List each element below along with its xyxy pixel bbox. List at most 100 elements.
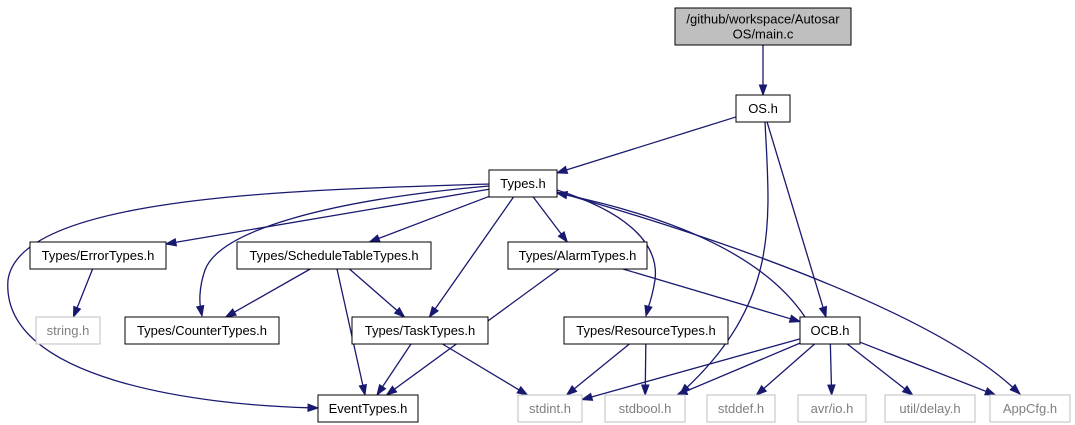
node-ocb-h[interactable]: OCB.h bbox=[799, 316, 861, 345]
edge-arrowhead bbox=[307, 403, 320, 413]
node-label: AppCfg.h bbox=[1003, 401, 1057, 416]
edge-arrowhead bbox=[72, 305, 82, 319]
edge-arrowhead bbox=[755, 384, 768, 396]
node-box bbox=[674, 7, 852, 46]
node-box bbox=[706, 394, 776, 423]
edge-line bbox=[376, 195, 490, 240]
edge-types-h-to-errortypes-h bbox=[164, 188, 490, 247]
node-box bbox=[29, 241, 167, 270]
edge-line bbox=[589, 338, 801, 399]
edge-scheduletabletypes-h-to-eventtypes-h bbox=[336, 268, 367, 397]
edge-line bbox=[442, 343, 521, 392]
edge-arrowhead bbox=[195, 304, 205, 318]
edge-alarmtypes-h-to-ocb-h bbox=[622, 268, 802, 323]
node-label: stdbool.h bbox=[619, 401, 672, 416]
edge-arrowhead bbox=[368, 234, 381, 243]
edge-scheduletabletypes-h-to-countertypes-h bbox=[224, 268, 311, 318]
edge-arrowhead bbox=[393, 306, 406, 318]
node-label: util/delay.h bbox=[899, 401, 960, 416]
edge-arrowhead bbox=[580, 392, 594, 401]
node-util-delay-h: util/delay.h bbox=[884, 394, 976, 423]
node-label: OS/main.c bbox=[733, 27, 794, 42]
edge-types-h-to-scheduletabletypes-h bbox=[368, 195, 490, 243]
edge-ocb-h-to-types-h bbox=[555, 190, 806, 318]
edge-arrowhead bbox=[555, 190, 569, 200]
edge-arrowhead bbox=[516, 385, 529, 396]
node-box bbox=[124, 316, 280, 345]
edge-line bbox=[829, 343, 833, 388]
node-box bbox=[488, 169, 558, 198]
node-label: Types/ErrorTypes.h bbox=[42, 248, 155, 263]
node-avr-io-h: avr/io.h bbox=[797, 394, 867, 423]
node-box bbox=[799, 316, 861, 345]
node-box bbox=[317, 394, 419, 423]
edge-line bbox=[564, 194, 806, 318]
edge-arrowhead bbox=[164, 237, 178, 247]
edge-ocb-h-to-avr-io-h bbox=[827, 343, 836, 397]
node-resourcetypes-h[interactable]: Types/ResourceTypes.h bbox=[563, 316, 729, 345]
node-box bbox=[563, 316, 729, 345]
node-label: Types/ScheduleTableTypes.h bbox=[249, 248, 418, 263]
node-stdbool-h: stdbool.h bbox=[604, 394, 686, 423]
node-errortypes-h[interactable]: Types/ErrorTypes.h bbox=[29, 241, 167, 270]
edge-arrowhead bbox=[565, 385, 578, 396]
edge-types-h-to-alarmtypes-h bbox=[532, 196, 569, 244]
edge-arrowhead bbox=[984, 387, 997, 396]
edge-line bbox=[380, 343, 412, 389]
node-label: avr/io.h bbox=[811, 401, 854, 416]
edge-types-h-to-appcfg-h bbox=[556, 191, 1022, 396]
edge-arrowhead bbox=[376, 383, 387, 397]
edge-os-h-to-types-h bbox=[555, 116, 737, 174]
node-scheduletabletypes-h[interactable]: Types/ScheduleTableTypes.h bbox=[236, 241, 432, 270]
edge-os-h-to-ocb-h bbox=[766, 121, 828, 319]
node-eventtypes-h[interactable]: EventTypes.h bbox=[317, 394, 419, 423]
edge-line bbox=[644, 343, 647, 388]
node-tasktypes-h[interactable]: Types/TaskTypes.h bbox=[351, 316, 489, 345]
edge-line bbox=[349, 268, 399, 313]
node-label: Types/AlarmTypes.h bbox=[519, 248, 637, 263]
edge-types-h-to-tasktypes-h bbox=[428, 196, 515, 319]
node-types-h[interactable]: Types.h bbox=[488, 169, 558, 198]
edge-errortypes-h-to-string-h bbox=[72, 268, 94, 319]
edge-arrowhead bbox=[1009, 383, 1022, 396]
edge-resourcetypes-h-to-stdint-h bbox=[565, 343, 630, 396]
edge-line bbox=[622, 268, 793, 320]
edge-line bbox=[684, 342, 801, 393]
node-countertypes-h[interactable]: Types/CounterTypes.h bbox=[124, 316, 280, 345]
node-string-h: string.h bbox=[35, 316, 101, 345]
edge-types-h-to-eventtypes-h bbox=[7, 183, 490, 413]
edge-line bbox=[572, 343, 630, 391]
edge-ocb-h-to-util-delay-h bbox=[846, 343, 914, 396]
node-os-h[interactable]: OS.h bbox=[735, 94, 791, 123]
node-label: /github/workspace/Autosar bbox=[686, 12, 840, 27]
edge-line bbox=[846, 343, 907, 391]
edge-arrowhead bbox=[640, 384, 650, 397]
node-label: Types/TaskTypes.h bbox=[365, 323, 476, 338]
node-box bbox=[517, 394, 583, 423]
edge-types-h-to-resourcetypes-h bbox=[556, 189, 657, 318]
edge-line bbox=[75, 268, 94, 310]
edge-tasktypes-h-to-eventtypes-h bbox=[376, 343, 412, 397]
edge-arrowhead bbox=[385, 385, 398, 396]
node-label: stdint.h bbox=[529, 401, 571, 416]
node-alarmtypes-h[interactable]: Types/AlarmTypes.h bbox=[507, 241, 648, 270]
edge-line bbox=[556, 191, 1015, 390]
edge-arrowhead bbox=[758, 84, 768, 97]
edge-line bbox=[232, 268, 311, 314]
edge-ocb-h-to-stdbool-h bbox=[675, 342, 801, 396]
edge-line bbox=[761, 343, 816, 391]
node-appcfg-h: AppCfg.h bbox=[989, 394, 1071, 423]
edge-tasktypes-h-to-stdint-h bbox=[442, 343, 529, 396]
edge-arrowhead bbox=[827, 384, 836, 397]
node-label: OS.h bbox=[748, 101, 778, 116]
edge-arrowhead bbox=[224, 308, 238, 318]
node-stddef-h: stddef.h bbox=[706, 394, 776, 423]
edge-line bbox=[173, 188, 490, 244]
node-box bbox=[989, 394, 1071, 423]
node-box bbox=[351, 316, 489, 345]
edge-arrowhead bbox=[644, 304, 653, 318]
edge-line bbox=[564, 116, 737, 172]
node-label: stddef.h bbox=[718, 401, 764, 416]
edge-ocb-h-to-stddef-h bbox=[755, 343, 816, 396]
